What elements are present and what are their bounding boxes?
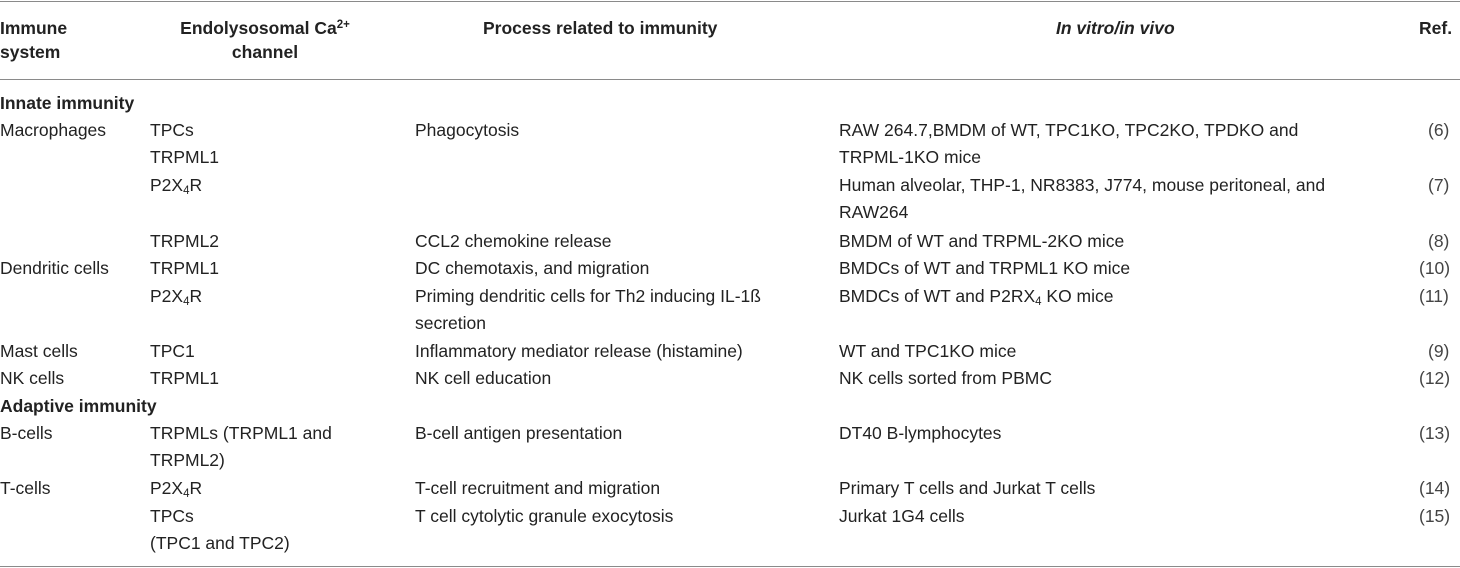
row-macrophages-system: Macrophages bbox=[0, 120, 107, 140]
row-bcells-invitro: DT40 B-lymphocytes bbox=[839, 423, 1002, 443]
row-trpml2-channel: TRPML2 bbox=[150, 231, 220, 251]
table-bottom-rule bbox=[0, 566, 1460, 567]
row-dendritic-process: DC chemotaxis, and migration bbox=[415, 258, 650, 278]
row-tcells-invitro: Primary T cells and Jurkat T cells bbox=[839, 478, 1096, 498]
row-p2x4r-macro-ref: (7) bbox=[1428, 175, 1450, 195]
row-dendritic-invitro: BMDCs of WT and TRPML1 KO mice bbox=[839, 258, 1131, 278]
row-nk-channel: TRPML1 bbox=[150, 368, 220, 388]
row-trpml2-process: CCL2 chemokine release bbox=[415, 231, 612, 251]
row-macrophages-process: Phagocytosis bbox=[415, 120, 520, 140]
row-tpcs-t-channel: TPCs (TPC1 and TPC2) bbox=[150, 506, 290, 553]
row-mast-system: Mast cells bbox=[0, 341, 78, 361]
row-bcells-ref: (13) bbox=[1419, 423, 1451, 443]
section-adaptive-immunity: Adaptive immunity bbox=[0, 396, 157, 416]
row-bcells-system: B-cells bbox=[0, 423, 53, 443]
row-tcells-ref: (14) bbox=[1419, 478, 1451, 498]
row-p2x4r-dc-process: Priming dendritic cells for Th2 inducing… bbox=[415, 286, 761, 333]
header-channel: Endolysosomal Ca2+ channel bbox=[180, 18, 350, 62]
row-p2x4r-macro-channel: P2X4R bbox=[150, 175, 203, 197]
row-dendritic-channel: TRPML1 bbox=[150, 258, 220, 278]
row-nk-invitro: NK cells sorted from PBMC bbox=[839, 368, 1052, 388]
row-tpcs-t-process: T cell cytolytic granule exocytosis bbox=[415, 506, 674, 526]
row-tcells-channel: P2X4R bbox=[150, 478, 203, 500]
row-macrophages-invitro: RAW 264.7,BMDM of WT, TPC1KO, TPC2KO, TP… bbox=[839, 120, 1299, 167]
row-p2x4r-macro-invitro: Human alveolar, THP-1, NR8383, J774, mou… bbox=[839, 175, 1326, 222]
header-bottom-rule bbox=[0, 79, 1460, 80]
row-p2x4r-dc-ref: (11) bbox=[1419, 286, 1449, 306]
row-tpcs-t-ref: (15) bbox=[1419, 506, 1451, 526]
row-tcells-system: T-cells bbox=[0, 478, 51, 498]
header-invitro: In vitro/in vivo bbox=[1056, 18, 1175, 38]
row-trpml2-invitro: BMDM of WT and TRPML-2KO mice bbox=[839, 231, 1125, 251]
row-tpcs-t-invitro: Jurkat 1G4 cells bbox=[839, 506, 965, 526]
row-nk-process: NK cell education bbox=[415, 368, 552, 388]
row-bcells-process: B-cell antigen presentation bbox=[415, 423, 623, 443]
row-trpml2-ref: (8) bbox=[1428, 231, 1450, 251]
section-innate-immunity: Innate immunity bbox=[0, 93, 135, 113]
row-p2x4r-dc-channel: P2X4R bbox=[150, 286, 203, 308]
header-ref: Ref. bbox=[1419, 18, 1453, 38]
row-mast-channel: TPC1 bbox=[150, 341, 195, 361]
row-macrophages-ref: (6) bbox=[1428, 120, 1450, 140]
row-dendritic-system: Dendritic cells bbox=[0, 258, 109, 278]
row-nk-ref: (12) bbox=[1419, 368, 1451, 388]
row-tcells-process: T-cell recruitment and migration bbox=[415, 478, 661, 498]
header-process: Process related to immunity bbox=[483, 18, 718, 38]
row-p2x4r-dc-invitro: BMDCs of WT and P2RX4 KO mice bbox=[839, 286, 1114, 308]
header-immune-system: Immune system bbox=[0, 18, 68, 62]
table-top-rule bbox=[0, 1, 1460, 2]
row-macrophages-channels: TPCs TRPML1 bbox=[150, 120, 220, 167]
row-bcells-channel: TRPMLs (TRPML1 and TRPML2) bbox=[150, 423, 332, 470]
row-mast-invitro: WT and TPC1KO mice bbox=[839, 341, 1017, 361]
row-mast-process: Inflammatory mediator release (histamine… bbox=[415, 341, 743, 361]
row-mast-ref: (9) bbox=[1428, 341, 1450, 361]
row-dendritic-ref: (10) bbox=[1419, 258, 1451, 278]
row-nk-system: NK cells bbox=[0, 368, 65, 388]
